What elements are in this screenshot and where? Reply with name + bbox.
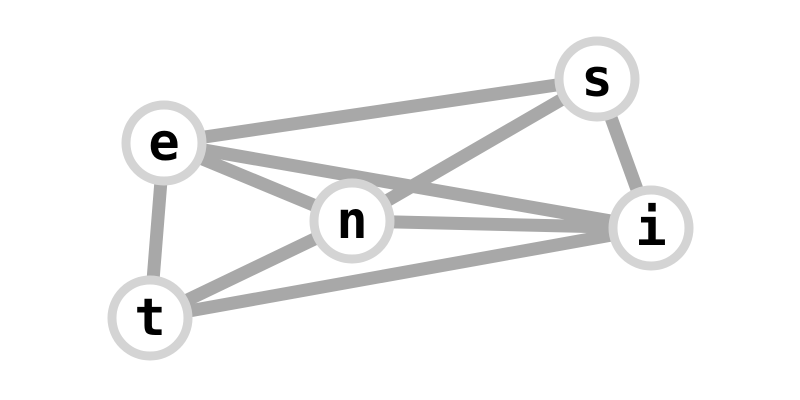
node-circle-i: [608, 185, 694, 271]
node-circle-e: [121, 100, 207, 186]
node-label-e: e: [148, 113, 179, 173]
node-t: t: [107, 275, 193, 361]
edge-s-n: [348, 73, 601, 227]
node-circle-n: [309, 178, 395, 264]
node-label-s: s: [581, 49, 612, 109]
edge-t-i: [148, 221, 653, 325]
edge-e-s: [163, 72, 598, 150]
node-label-n: n: [336, 191, 367, 251]
node-s: s: [554, 36, 640, 122]
node-label-t: t: [134, 288, 165, 348]
node-label-i: i: [635, 198, 666, 258]
node-e: e: [121, 100, 207, 186]
node-i: i: [608, 185, 694, 271]
node-n: n: [309, 178, 395, 264]
nodes-layer: e s n i t: [107, 36, 694, 361]
node-circle-t: [107, 275, 193, 361]
node-circle-s: [554, 36, 640, 122]
edge-n-i: [351, 214, 652, 235]
